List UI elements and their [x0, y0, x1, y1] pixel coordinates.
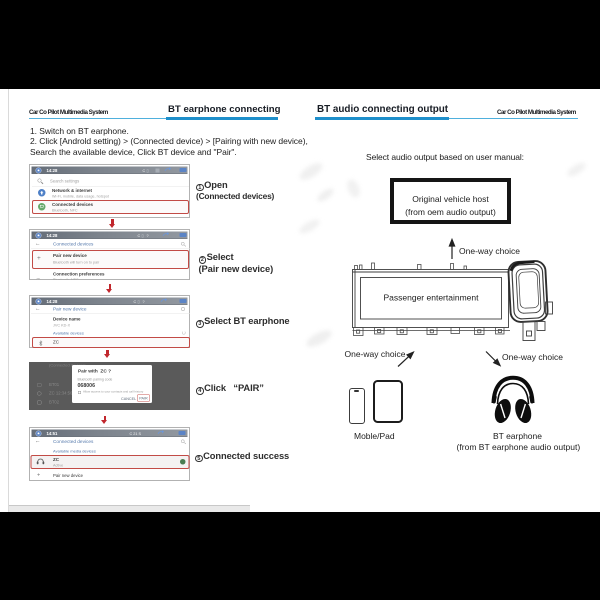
svg-text:Passenger entertainment: Passenger entertainment	[384, 293, 480, 303]
